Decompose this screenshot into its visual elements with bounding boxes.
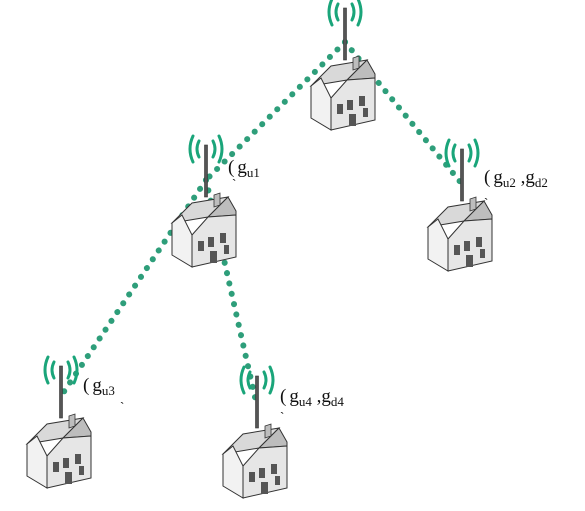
link-root-node1 — [203, 39, 348, 183]
house-with-antenna-icon — [25, 355, 93, 490]
house-with-antenna-icon — [170, 134, 238, 269]
relay-node-3 — [25, 355, 93, 490]
node3-tick: ` — [120, 399, 124, 414]
node3-label: (gu3 — [83, 375, 115, 398]
relay-node-2 — [426, 138, 494, 273]
link-node1-node4 — [203, 177, 260, 409]
node1-tick: ` — [232, 176, 236, 191]
node4-tick: ` — [280, 409, 284, 424]
node2-tick: ` — [484, 195, 488, 210]
node4-label: (gu4 ,gd4 — [280, 386, 344, 409]
relay-node-1 — [170, 134, 238, 269]
house-with-antenna-icon — [426, 138, 494, 273]
node2-label: (gu2 ,gd2 — [484, 167, 548, 190]
node1-label: (gu1 — [228, 157, 260, 180]
link-layer — [58, 39, 465, 409]
